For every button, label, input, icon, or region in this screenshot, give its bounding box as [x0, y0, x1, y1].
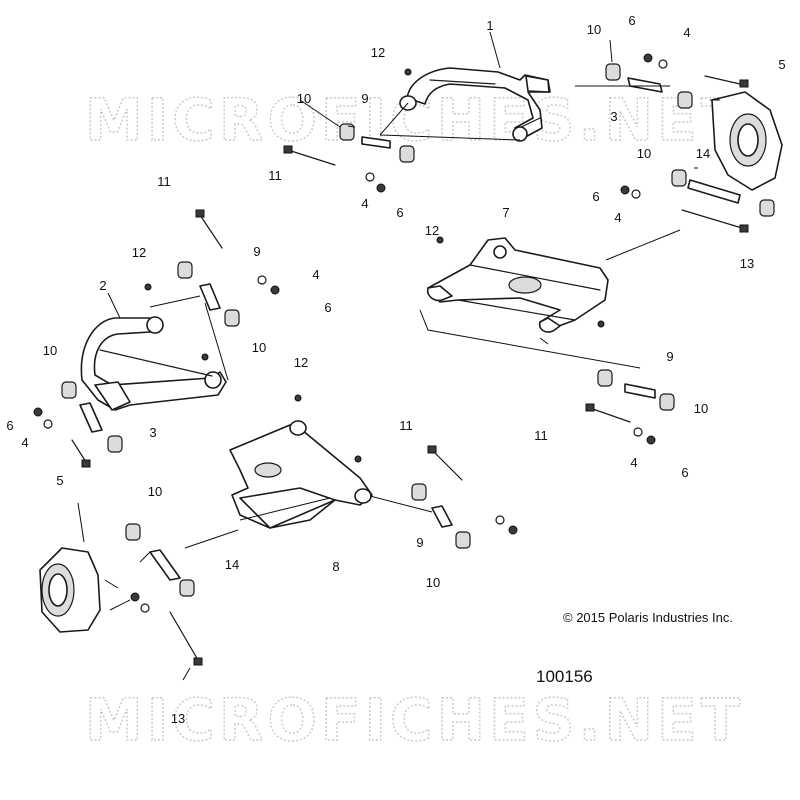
callout: 1: [486, 18, 493, 33]
sleeves: [79, 77, 741, 581]
callout: 6: [6, 418, 13, 433]
callout: 13: [740, 256, 754, 271]
callout: 6: [324, 300, 331, 315]
watermark-bottom: MICROFICHES.NET: [85, 686, 744, 754]
callout: 6: [592, 189, 599, 204]
callout: 4: [683, 25, 690, 40]
callout: 8: [332, 559, 339, 574]
callout: 6: [396, 205, 403, 220]
leader-lines: [77, 31, 720, 681]
callout: 3: [149, 425, 156, 440]
diagram-number: 100156: [536, 667, 593, 686]
left-knuckle: [39, 547, 101, 633]
callout-labels: 1 2 3 3 4 4 4 4 4 4 5 5 6 6 6 6 6 6 7 8 …: [6, 13, 785, 726]
callout: 2: [99, 278, 106, 293]
callout: 9: [253, 244, 260, 259]
callout: 9: [361, 91, 368, 106]
callout: 4: [614, 210, 621, 225]
callout: 10: [297, 91, 311, 106]
callout: 12: [132, 245, 146, 260]
upper-left-a-arm: [80, 316, 227, 411]
callout: 10: [426, 575, 440, 590]
callout: 10: [637, 146, 651, 161]
callout: 10: [694, 401, 708, 416]
callout: 9: [416, 535, 423, 550]
upper-right-a-arm: [399, 67, 551, 142]
callout: 12: [371, 45, 385, 60]
callout: 13: [171, 711, 185, 726]
callout: 4: [630, 455, 637, 470]
callout: 10: [587, 22, 601, 37]
callout: 12: [425, 223, 439, 238]
callout: 11: [157, 174, 171, 189]
callout: 10: [43, 343, 57, 358]
callout: 5: [56, 473, 63, 488]
callout: 11: [399, 418, 413, 433]
callout: 10: [252, 340, 266, 355]
callout: 12: [294, 355, 308, 370]
callout: 11: [268, 168, 282, 183]
callout: 14: [225, 557, 239, 572]
callout: 10: [148, 484, 162, 499]
callout: 11: [534, 428, 548, 443]
fasteners: [33, 53, 668, 613]
bolts: [71, 75, 749, 666]
lower-left-a-arm: [229, 420, 373, 529]
callout: 4: [312, 267, 319, 282]
right-knuckle: [711, 91, 783, 191]
callout: 9: [666, 349, 673, 364]
callout: 6: [628, 13, 635, 28]
callout: 14: [696, 146, 710, 161]
callout: 7: [502, 205, 509, 220]
callout: 5: [778, 57, 785, 72]
bushings: [61, 63, 775, 597]
callout: 6: [681, 465, 688, 480]
copyright-notice: © 2015 Polaris Industries Inc.: [563, 610, 733, 625]
callout: 4: [361, 196, 368, 211]
lower-right-a-arm: [426, 237, 609, 333]
callout: 4: [21, 435, 28, 450]
callout: 3: [610, 109, 617, 124]
